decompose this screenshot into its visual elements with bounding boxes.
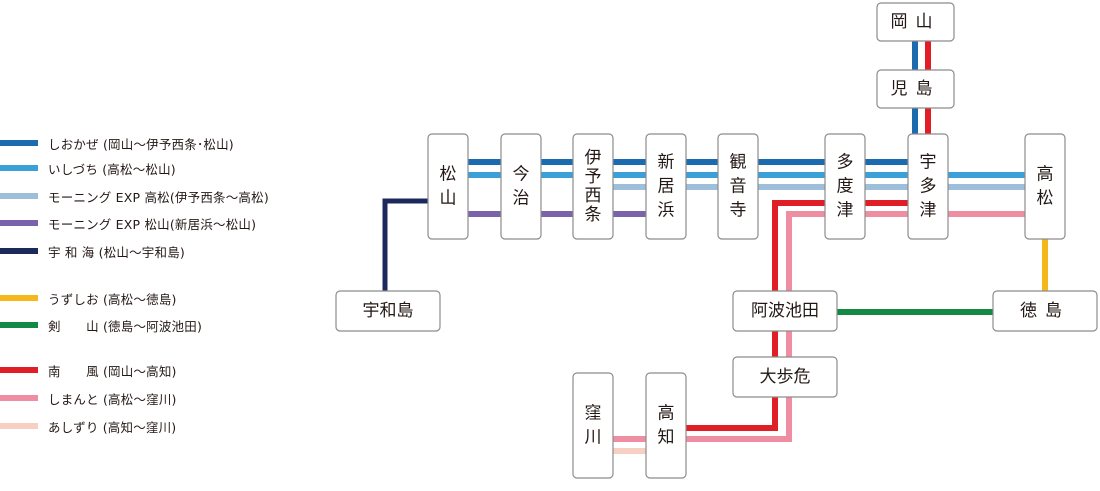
station-label-char: 多: [920, 177, 937, 197]
legend-swatch: [0, 220, 38, 226]
station-label-char: 予: [585, 167, 602, 187]
legend-item-ishizuchi: いしづち (高松～松山): [0, 160, 176, 177]
legend-swatch: [0, 295, 38, 301]
station-utazu: 宇多津: [907, 133, 949, 240]
station-tokushima: 徳島: [992, 290, 1098, 332]
station-niihama: 新居浜: [645, 133, 687, 240]
station-label: 児島: [891, 79, 941, 99]
legend-label: 剣 山 (徳島～阿波池田): [48, 318, 203, 334]
station-awaikeda: 阿波池田: [732, 290, 838, 332]
legend-swatch: [0, 367, 38, 373]
station-kojima: 児島: [876, 69, 955, 109]
station-label-char: 音: [730, 177, 747, 197]
legend-label: いしづち (高松～松山): [48, 161, 176, 177]
station-tadotsu: 多度津: [824, 133, 866, 240]
station-box: [732, 290, 838, 332]
station-label-char: 松: [440, 165, 457, 185]
legend-label: モーニング EXP 松山(新居浜～松山): [48, 216, 257, 232]
legend-item-mexp_matsuyama: モーニング EXP 松山(新居浜～松山): [0, 215, 257, 232]
station-box: [907, 133, 949, 240]
legend-label: うずしお (高松～徳島): [48, 291, 177, 307]
station-label-char: 今: [513, 165, 530, 185]
legend-swatch: [0, 322, 38, 328]
station-label-char: 高: [658, 404, 675, 424]
station-box: [717, 133, 759, 240]
legend-label: あしずり (高知～窪川): [48, 419, 177, 435]
station-box: [572, 372, 614, 479]
station-iyosaijo: 伊予西条: [572, 133, 614, 240]
legend-item-ashizuri: あしずり (高知～窪川): [0, 418, 177, 435]
station-box: [876, 2, 955, 42]
station-label-char: 浜: [658, 201, 675, 221]
station-label-char: 度: [837, 177, 854, 197]
station-label-char: 西: [585, 186, 602, 206]
station-kochi: 高知: [645, 372, 687, 479]
legend-swatch: [0, 165, 38, 171]
station-kubokawa: 窪川: [572, 372, 614, 479]
station-label: 岡山: [891, 12, 941, 32]
route-line-uwakai: [382, 198, 448, 312]
station-matsuyama: 松山: [427, 133, 469, 240]
station-box: [732, 356, 838, 398]
station-box: [876, 69, 955, 109]
station-label-char: 窪: [585, 404, 602, 424]
station-label-char: 新: [658, 153, 675, 173]
station-label-char: 川: [585, 428, 602, 448]
legend-label: 南 風 (岡山～高知): [48, 363, 177, 379]
legend-item-tsurugisan: 剣 山 (徳島～阿波池田): [0, 317, 203, 334]
legend-swatch: [0, 140, 38, 146]
legend-swatch: [0, 193, 38, 199]
station-box: [572, 133, 614, 240]
station-box: [1024, 133, 1066, 240]
legend-item-shimanto: しまんと (高松～窪川): [0, 390, 177, 407]
station-label-char: 寺: [730, 201, 747, 221]
station-label-char: 条: [585, 205, 602, 225]
legend-label: しまんと (高松～窪川): [48, 391, 177, 407]
station-box: [992, 290, 1098, 332]
station-label: 大歩危: [760, 367, 811, 387]
station-label-char: 宇: [920, 153, 937, 173]
station-label-char: 居: [658, 177, 675, 197]
legend-label: 宇 和 海 (松山～宇和島): [48, 244, 185, 260]
legend-item-uwakai: 宇 和 海 (松山～宇和島): [0, 243, 185, 260]
station-box: [427, 133, 469, 240]
station-label: 徳島: [1020, 301, 1070, 321]
station-label-char: 高: [1037, 165, 1054, 185]
legend-swatch: [0, 423, 38, 429]
legend-label: モーニング EXP 高松(伊予西条～高松): [48, 189, 269, 205]
legend-swatch: [0, 395, 38, 401]
legend-swatch: [0, 248, 38, 254]
station-box: [645, 133, 687, 240]
station-imabari: 今治: [500, 133, 542, 240]
station-oboke: 大歩危: [732, 356, 838, 398]
station-label: 宇和島: [363, 301, 414, 321]
legend-item-mexp_takamatsu: モーニング EXP 高松(伊予西条～高松): [0, 188, 269, 205]
legend-item-shiokaze: しおかぜ (岡山～伊予西条･松山): [0, 135, 234, 152]
station-box: [335, 290, 441, 332]
station-box: [500, 133, 542, 240]
station-label-char: 山: [440, 189, 457, 209]
station-box: [824, 133, 866, 240]
legend-item-nanpu: 南 風 (岡山～高知): [0, 362, 177, 379]
station-box: [645, 372, 687, 479]
station-takamatsu: 高松: [1024, 133, 1066, 240]
legend-label: しおかぜ (岡山～伊予西条･松山): [48, 136, 234, 152]
station-label-char: 観: [730, 153, 747, 173]
station-label-char: 伊: [585, 148, 602, 168]
station-boxes: 岡山児島松山今治伊予西条新居浜観音寺多度津宇多津高松宇和島阿波池田徳島大歩危窪川…: [335, 2, 1098, 479]
station-label-char: 津: [837, 201, 854, 221]
station-uwajima: 宇和島: [335, 290, 441, 332]
station-label: 阿波池田: [751, 301, 819, 321]
legend-item-uzushio: うずしお (高松～徳島): [0, 290, 177, 307]
station-kanonji: 観音寺: [717, 133, 759, 240]
station-label-char: 治: [513, 189, 530, 209]
station-okayama: 岡山: [876, 2, 955, 42]
station-label-char: 松: [1037, 189, 1054, 209]
route-legend: しおかぜ (岡山～伊予西条･松山) いしづち (高松～松山) モーニング EXP 高…: [0, 0, 330, 491]
station-label-char: 知: [658, 428, 675, 448]
station-label-char: 津: [920, 201, 937, 221]
station-label-char: 多: [837, 153, 854, 173]
